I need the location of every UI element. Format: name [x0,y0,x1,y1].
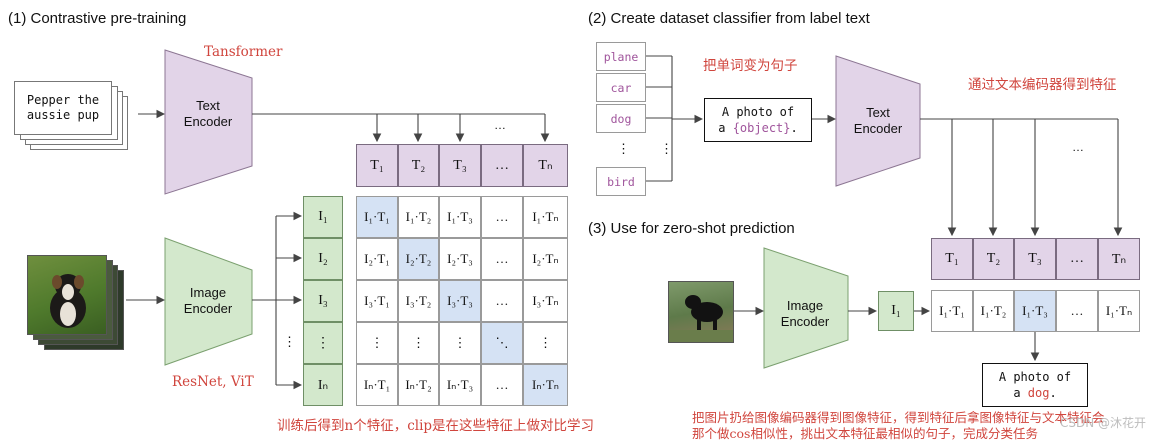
matrix-cell: I₁·T₂ [398,196,439,238]
matrix-cell: ⋮ [523,322,568,364]
matrix-cell: I₃·T₁ [356,280,398,322]
matrix-cell: Iₙ·T₂ [398,364,439,406]
matrix-cell: I₂·T₂ [398,238,439,280]
label-vdots: ⋮ [617,141,630,156]
matrix-cell: Iₙ·Tₙ [523,364,568,406]
matrix-cell: I₂·T₁ [356,238,398,280]
text-encoder-label-2: Text Encoder [853,105,903,136]
image-token-vdots: ⋮ [303,322,343,364]
matrix-cell: I₃·T₃ [439,280,481,322]
matrix-cell: … [481,238,523,280]
text-encoder-shape-2 [835,55,921,187]
text-token-ellipsis: … [481,144,523,187]
transformer-annotation: Tansformer [204,44,283,60]
text-input-line-2: aussie pup [26,108,100,122]
zs-score-cell: … [1056,290,1098,332]
text-token-n: Tₙ [523,144,568,187]
result-line-1: A photo of [998,370,1072,384]
template-line-1: A photo of [721,105,795,119]
text-token-1: T₁ [356,144,398,187]
label-dog: dog [596,104,646,133]
prompt-template-box: A photo of a {object}. [704,98,812,142]
arrow-vdots: ⋮ [283,334,296,349]
zs-score-cell: I₁·T₂ [973,290,1014,332]
arrow-ellipsis: … [494,118,506,132]
zeroshot-annotation-line-2: 那个做cos相似性，挑出文本特征最相似的句子，完成分类任务 [692,426,1038,441]
matrix-cell: … [481,196,523,238]
label-bird: bird [596,167,646,196]
zeroshot-annotation-line-1: 把图片扔给图像编码器得到图像特征，得到特征后拿图像特征与文本特征会 [692,410,1105,425]
matrix-cell: I₃·Tₙ [523,280,568,322]
zs-text-token-2: T₂ [973,238,1014,280]
zs-text-token-n: Tₙ [1098,238,1140,280]
text-encoder-shape [164,49,253,195]
image-encoder-label: Image Encoder [183,285,233,316]
dog-picture [50,274,86,328]
prediction-result-box: A photo of a dog. [982,363,1088,407]
template-suffix: . [790,121,798,135]
matrix-cell: ⋮ [356,322,398,364]
label-car: car [596,73,646,102]
matrix-cell: ⋱ [481,322,523,364]
text-encoder-annotation: 通过文本编码器得到特征 [968,77,1117,93]
zs-text-token-1: T₁ [931,238,973,280]
image-encoder-shape [164,237,253,366]
result-prefix: a [1013,386,1028,400]
classifier-ellipsis: … [1072,140,1084,154]
label-side-vdots: ⋮ [660,141,673,156]
word-to-sentence-annotation: 把单词变为句子 [703,58,798,74]
dog-photo [27,255,107,335]
zs-text-token-3: T₃ [1014,238,1056,280]
image-token-1: I₁ [303,196,343,238]
pretrain-annotation: 训练后得到n个特征，clip是在这些特征上做对比学习 [277,418,595,434]
image-token-n: Iₙ [303,364,343,406]
query-dog-photo [668,281,734,343]
text-token-2: T₂ [398,144,439,187]
zs-text-token-ellipsis: … [1056,238,1098,280]
template-line-2: a {object}. [718,120,797,136]
result-line-2: a dog. [1013,385,1056,401]
matrix-cell: I₁·T₁ [356,196,398,238]
text-encoder-label: Text Encoder [183,98,233,129]
matrix-cell: ⋮ [398,322,439,364]
image-token-3: I₃ [303,280,343,322]
text-input-card: Pepper the aussie pup [14,81,112,135]
zs-score-cell-best: I₁·T₃ [1014,290,1056,332]
image-token-2: I₂ [303,238,343,280]
result-suffix: . [1049,386,1057,400]
matrix-cell: Iₙ·T₁ [356,364,398,406]
matrix-cell: … [481,364,523,406]
matrix-cell: I₃·T₂ [398,280,439,322]
zeroshot-title: (3) Use for zero-shot prediction [588,220,795,237]
matrix-cell: I₂·T₃ [439,238,481,280]
matrix-cell: … [481,280,523,322]
text-input-line-1: Pepper the [26,93,100,107]
query-image-token: I₁ [878,291,914,331]
matrix-cell: I₁·T₃ [439,196,481,238]
text-token-3: T₃ [439,144,481,187]
image-encoder-shape-3 [763,247,849,369]
csdn-watermark: CSDN @沐花开 [1060,416,1147,430]
image-encoder-label-3: Image Encoder [780,298,830,329]
matrix-cell: ⋮ [439,322,481,364]
zs-score-cell: I₁·T₁ [931,290,973,332]
query-dog-picture [669,295,733,342]
matrix-cell: I₂·Tₙ [523,238,568,280]
template-placeholder: {object} [732,121,791,135]
classifier-title: (2) Create dataset classifier from label… [588,10,870,27]
zs-score-cell: I₁·Tₙ [1098,290,1140,332]
template-prefix: a [718,121,733,135]
matrix-cell: Iₙ·T₃ [439,364,481,406]
label-plane: plane [596,42,646,71]
resnet-vit-annotation: ResNet, ViT [172,374,254,390]
result-word: dog [1027,386,1050,400]
matrix-cell: I₁·Tₙ [523,196,568,238]
pretraining-title: (1) Contrastive pre-training [8,10,187,27]
